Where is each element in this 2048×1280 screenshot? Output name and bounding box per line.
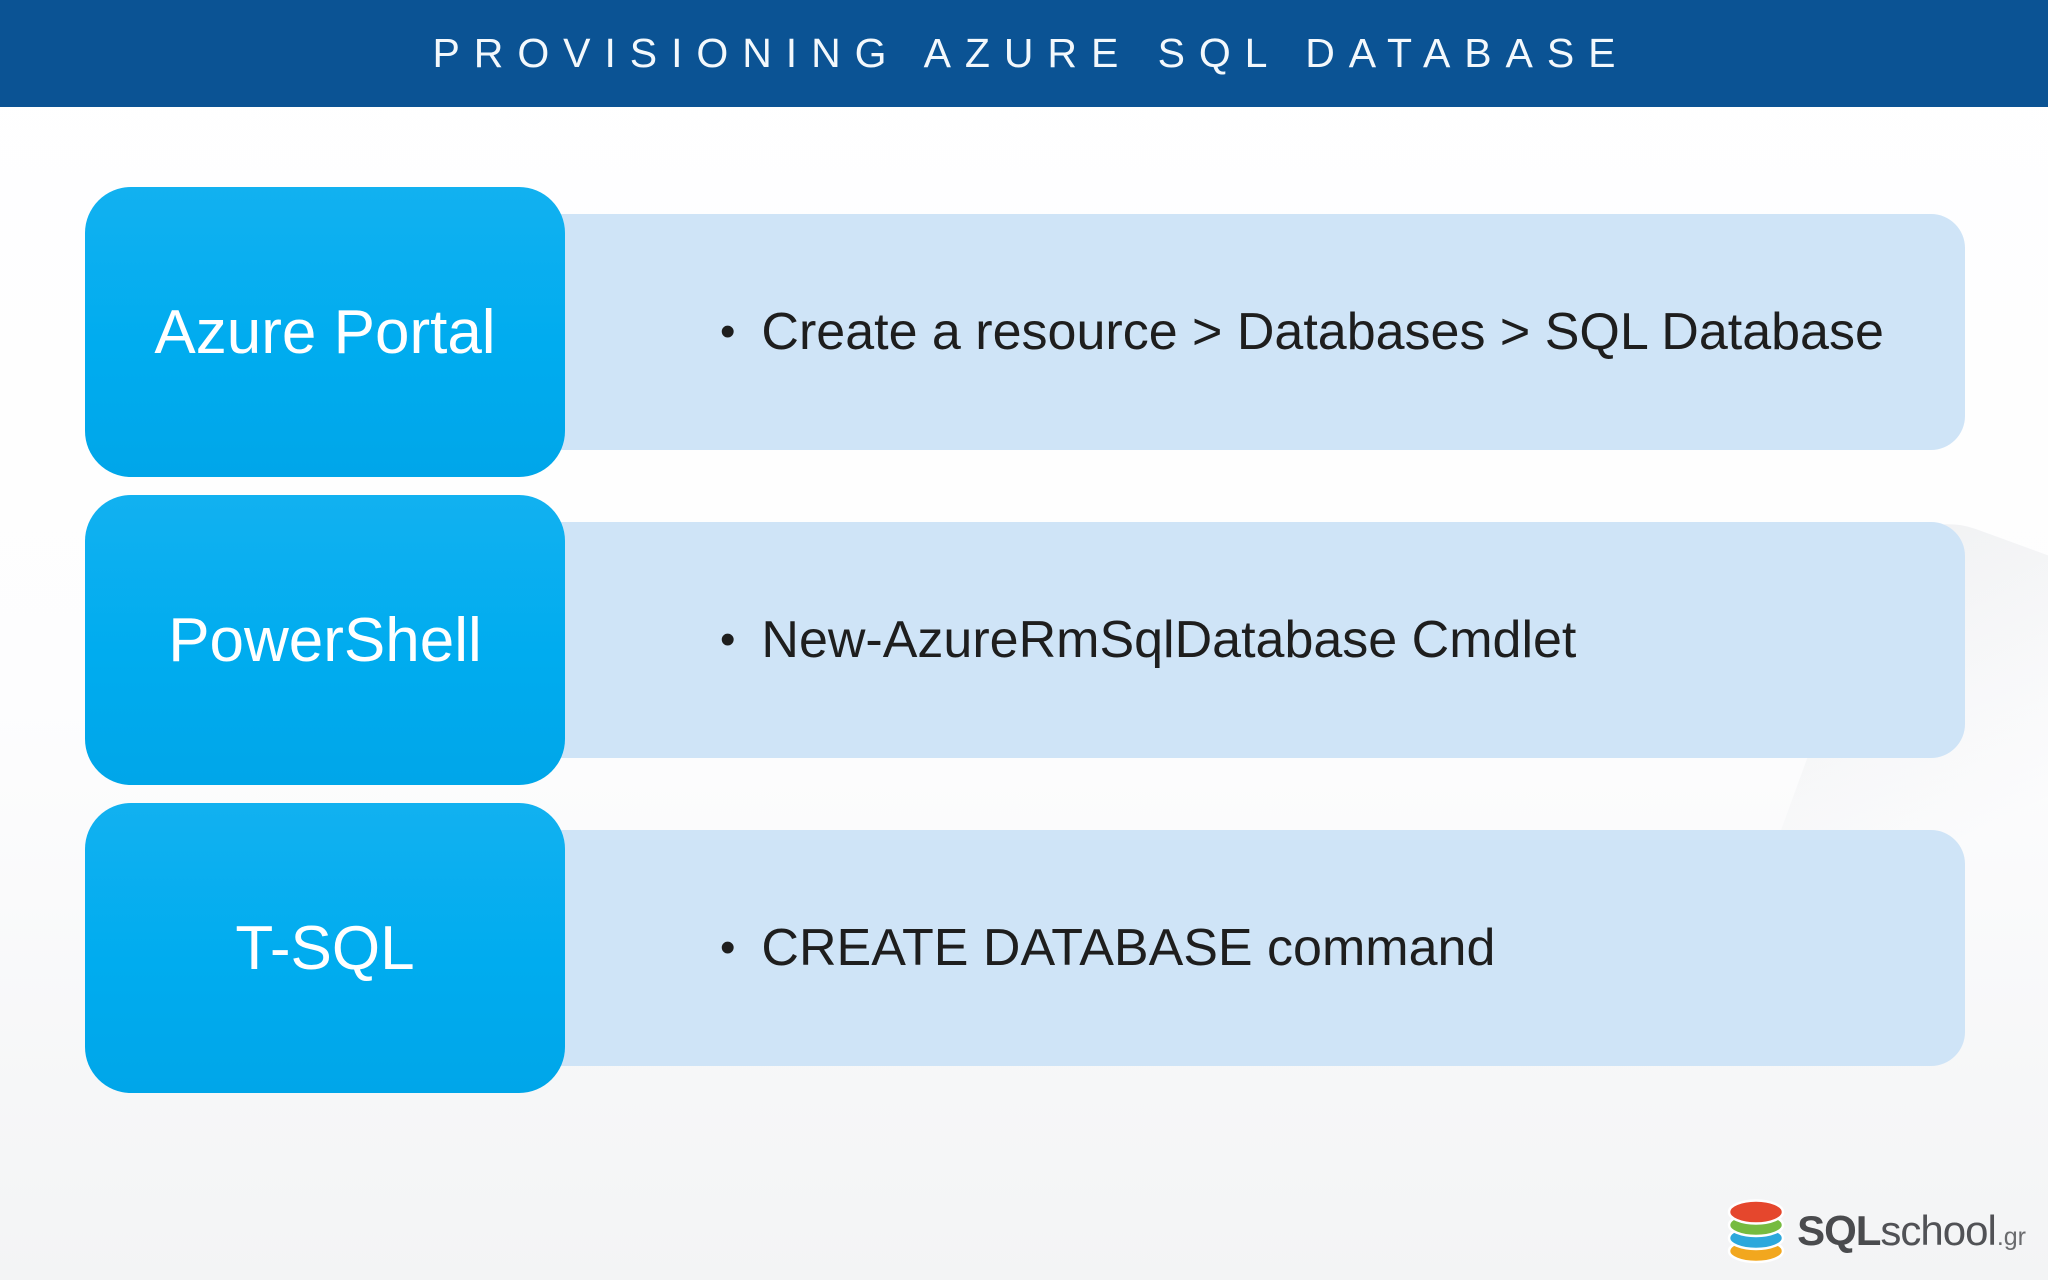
bullet-marker: • [720, 923, 736, 972]
brand-school: school [1880, 1207, 1996, 1254]
list-item: • New-AzureRmSqlDatabase Cmdlet PowerShe… [85, 495, 1965, 785]
slide-title: PROVISIONING AZURE SQL DATABASE [432, 30, 1630, 76]
bullet-line: • Create a resource > Databases > SQL Da… [720, 302, 1884, 362]
bullet-line: • New-AzureRmSqlDatabase Cmdlet [720, 610, 1576, 670]
row-shape-label: PowerShell [168, 605, 482, 675]
list-item: • Create a resource > Databases > SQL Da… [85, 187, 1965, 477]
row-shape: Azure Portal [85, 187, 565, 477]
row-band: • CREATE DATABASE command [525, 830, 1965, 1066]
brand-tld: .gr [1996, 1223, 2026, 1251]
row-band: • Create a resource > Databases > SQL Da… [525, 214, 1965, 450]
brand-text: SQL school .gr [1797, 1207, 2026, 1255]
row-shape: T-SQL [85, 803, 565, 1093]
bullet-line: • CREATE DATABASE command [720, 918, 1495, 978]
database-icon [1727, 1199, 1785, 1264]
header-bar: PROVISIONING AZURE SQL DATABASE [0, 0, 2048, 107]
row-shape-label: T-SQL [235, 913, 415, 983]
brand-logo: SQL school .gr [1725, 1198, 2026, 1264]
list-item: • CREATE DATABASE command T-SQL [85, 803, 1965, 1093]
bullet-text: New-AzureRmSqlDatabase Cmdlet [761, 611, 1577, 669]
row-band: • New-AzureRmSqlDatabase Cmdlet [525, 522, 1965, 758]
bullet-marker: • [720, 615, 736, 664]
row-shape: PowerShell [85, 495, 565, 785]
bullet-marker: • [720, 307, 736, 356]
bullet-text: Create a resource > Databases > SQL Data… [761, 303, 1884, 361]
row-shape-label: Azure Portal [154, 297, 496, 367]
bullet-text: CREATE DATABASE command [761, 919, 1496, 977]
brand-sql: SQL [1797, 1207, 1881, 1254]
